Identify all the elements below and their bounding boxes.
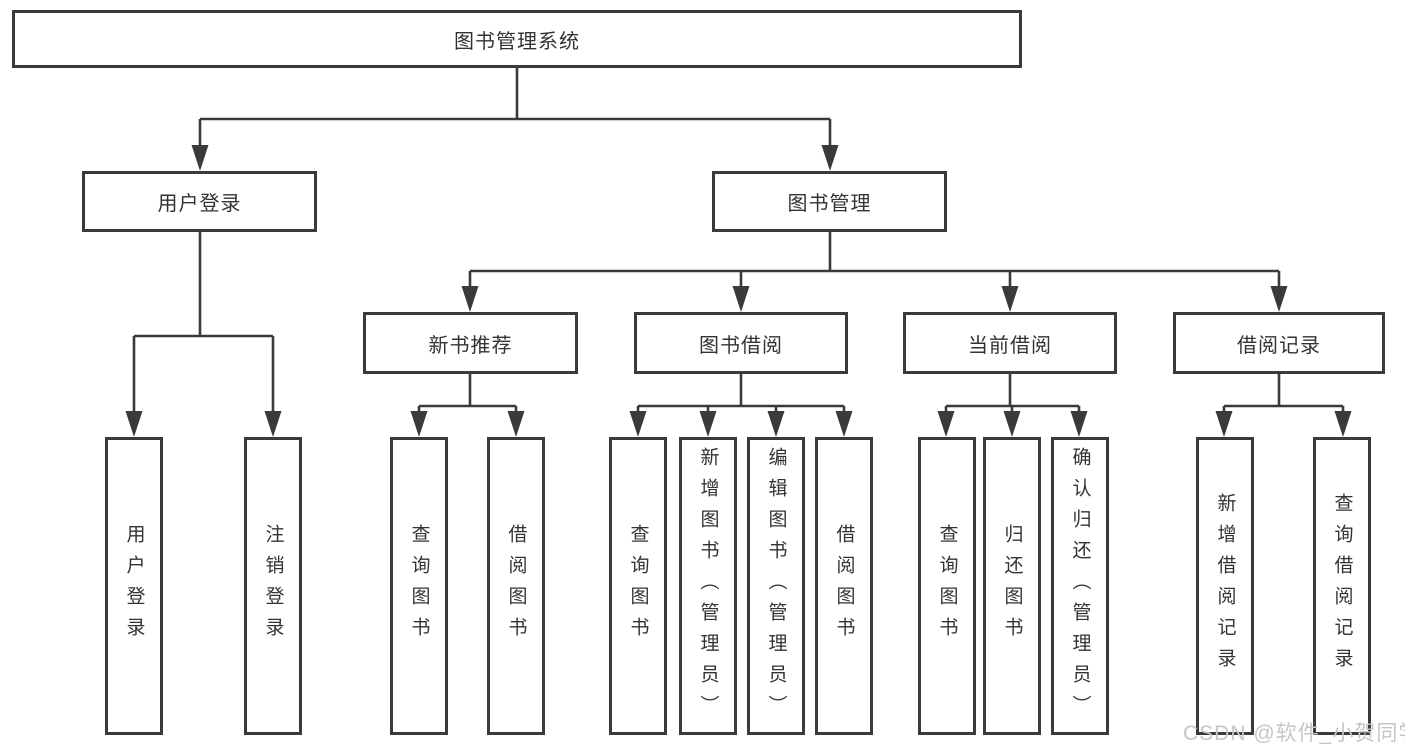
- leaf-bb-edit-book-admin-label: 编辑图书（管理员）: [765, 446, 787, 726]
- csdn-watermark: CSDN @软件_小贺同学: [1183, 722, 1405, 745]
- leaf-user-login: 用户登录: [105, 437, 163, 735]
- leaf-br-add-record-label: 新增借阅记录: [1214, 493, 1236, 679]
- node-root: 图书管理系统: [12, 10, 1022, 68]
- leaf-br-query-record-label: 查询借阅记录: [1331, 493, 1353, 679]
- leaf-nbr-query-book-label: 查询图书: [408, 524, 430, 648]
- leaf-bb-query-book-label: 查询图书: [627, 524, 649, 648]
- leaf-logout-label: 注销登录: [262, 524, 284, 648]
- node-user-login: 用户登录: [82, 171, 317, 232]
- leaf-bb-add-book-admin: 新增图书（管理员）: [679, 437, 737, 735]
- leaf-cb-confirm-return-admin: 确认归还（管理员）: [1051, 437, 1109, 735]
- node-book-borrow: 图书借阅: [634, 312, 848, 374]
- leaf-cb-confirm-return-admin-label: 确认归还（管理员）: [1069, 446, 1091, 726]
- leaf-bb-edit-book-admin: 编辑图书（管理员）: [747, 437, 805, 735]
- leaf-nbr-borrow-book: 借阅图书: [487, 437, 545, 735]
- node-new-book-recommend: 新书推荐: [363, 312, 578, 374]
- leaf-bb-borrow-book: 借阅图书: [815, 437, 873, 735]
- leaf-nbr-borrow-book-label: 借阅图书: [505, 524, 527, 648]
- leaf-cb-return-book-label: 归还图书: [1001, 524, 1023, 648]
- leaf-bb-query-book: 查询图书: [609, 437, 667, 735]
- leaf-cb-query-book: 查询图书: [918, 437, 976, 735]
- leaf-cb-query-book-label: 查询图书: [936, 524, 958, 648]
- node-book-management: 图书管理: [712, 171, 947, 232]
- leaf-logout: 注销登录: [244, 437, 302, 735]
- leaf-bb-borrow-book-label: 借阅图书: [833, 524, 855, 648]
- leaf-nbr-query-book: 查询图书: [390, 437, 448, 735]
- arrowheads: [125, 145, 1352, 437]
- connector-paths: [132, 68, 1345, 430]
- leaf-bb-add-book-admin-label: 新增图书（管理员）: [697, 446, 719, 726]
- node-current-borrow: 当前借阅: [903, 312, 1117, 374]
- leaf-br-query-record: 查询借阅记录: [1313, 437, 1371, 735]
- leaf-br-add-record: 新增借阅记录: [1196, 437, 1254, 735]
- leaf-cb-return-book: 归还图书: [983, 437, 1041, 735]
- leaf-user-login-label: 用户登录: [123, 524, 145, 648]
- node-borrow-records: 借阅记录: [1173, 312, 1385, 374]
